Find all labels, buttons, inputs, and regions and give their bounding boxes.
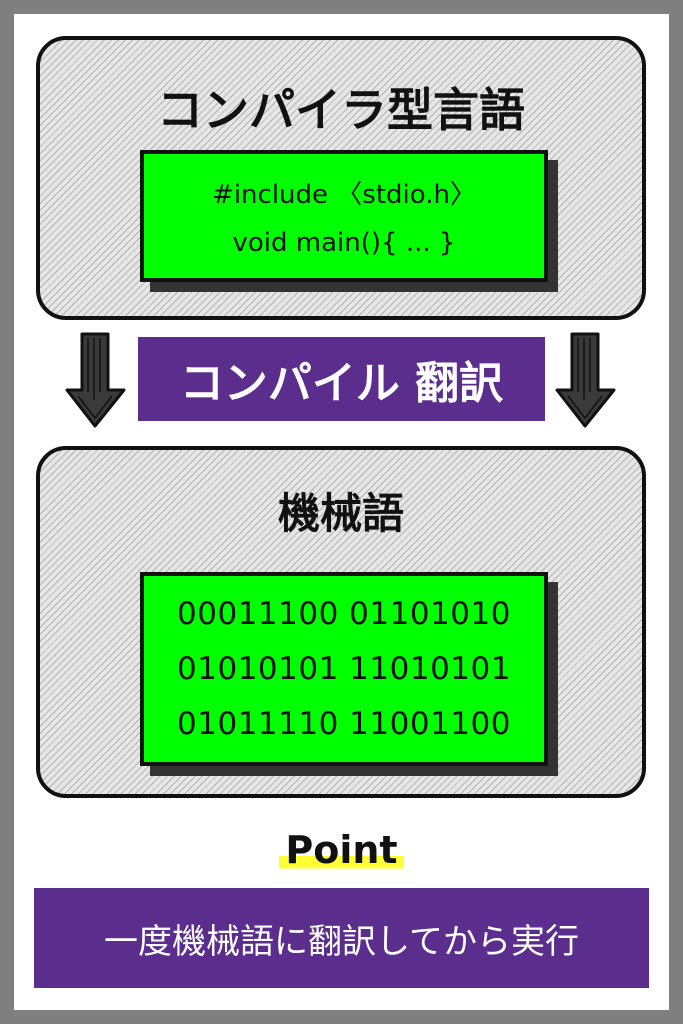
diagram-page: コンパイラ型言語 #include 〈stdio.h〉 void main(){…	[14, 14, 669, 1010]
binary-line: 01010101 11010101	[177, 650, 511, 687]
binary-line: 01011110 11001100	[177, 706, 511, 743]
point-label: Point	[279, 829, 404, 872]
compile-translate-label: コンパイル 翻訳	[179, 358, 504, 409]
point-summary-text: 一度機械語に翻訳してから実行	[104, 921, 579, 962]
compiled-language-panel: コンパイラ型言語 #include 〈stdio.h〉 void main(){…	[36, 36, 646, 320]
machine-code-title: 機械語	[277, 489, 404, 538]
point-summary-banner: 一度機械語に翻訳してから実行	[34, 888, 649, 988]
binary-code-box: 00011100 01101010 01010101 11010101 0101…	[140, 572, 548, 766]
code-line-include: #include 〈stdio.h〉	[212, 180, 476, 211]
down-arrow-icon	[555, 332, 616, 428]
compiled-language-title: コンパイラ型言語	[157, 83, 525, 137]
code-line-main: void main(){ ... }	[232, 227, 456, 258]
down-arrow-icon	[65, 332, 126, 428]
machine-code-panel: 機械語 00011100 01101010 01010101 11010101 …	[36, 446, 646, 798]
source-code-box: #include 〈stdio.h〉 void main(){ ... }	[140, 150, 548, 282]
point-heading: Point	[14, 829, 669, 872]
binary-line: 00011100 01101010	[177, 595, 511, 632]
compile-translate-banner: コンパイル 翻訳	[138, 337, 545, 421]
